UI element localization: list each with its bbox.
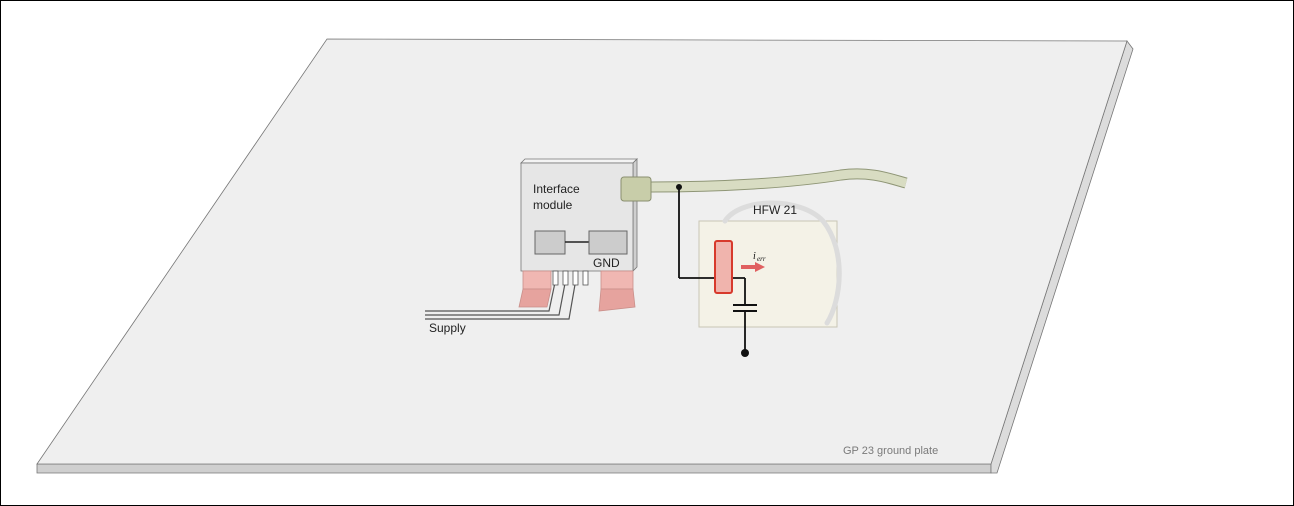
- ground-terminal-dot: [741, 349, 749, 357]
- module-block-right: [588, 230, 628, 255]
- module-block-left: [534, 230, 566, 255]
- supply-lead-1: [425, 272, 558, 312]
- ierr-subscript: err: [757, 255, 766, 263]
- pin-3: [572, 270, 579, 286]
- current-arrow-head: [755, 262, 765, 272]
- supply-label: Supply: [429, 321, 466, 335]
- ground-straps: [518, 270, 636, 312]
- module-body: [520, 162, 634, 272]
- hfw-loop-wire: [722, 200, 842, 326]
- module-side-face: [632, 158, 638, 272]
- ground-strap-left-top: [522, 270, 552, 290]
- cable-inner: [650, 169, 908, 192]
- hfw-label: HFW 21: [753, 203, 797, 217]
- module-pins: [552, 270, 589, 286]
- ground-plate-front-edge: [36, 463, 992, 474]
- ground-strap-right-top: [600, 270, 634, 290]
- gnd-label: GND: [593, 256, 620, 270]
- pin-1: [552, 270, 559, 286]
- ground-strap-right: [598, 288, 636, 312]
- ground-strap-left: [518, 288, 552, 308]
- supply-leads: Supply: [425, 272, 578, 335]
- module-label-line2: module: [533, 198, 573, 212]
- supply-lead-3: [425, 272, 578, 320]
- module-connector: [620, 176, 652, 202]
- hfw-panel-group: HFW 21: [698, 200, 842, 328]
- ground-plate-label: GP 23 ground plate: [843, 445, 938, 457]
- pin-2: [562, 270, 569, 286]
- module-top-face: [520, 158, 638, 164]
- cable: [650, 168, 908, 193]
- measurement-circuit: i err: [676, 184, 766, 357]
- circuit-junction-dot: [676, 184, 682, 190]
- current-sensor: [714, 240, 733, 294]
- supply-lead-2: [425, 272, 568, 316]
- interface-module: Interface module GND: [520, 158, 652, 272]
- module-label-line1: Interface: [533, 182, 580, 196]
- ierr-label: i: [753, 251, 756, 262]
- pin-4: [582, 270, 589, 286]
